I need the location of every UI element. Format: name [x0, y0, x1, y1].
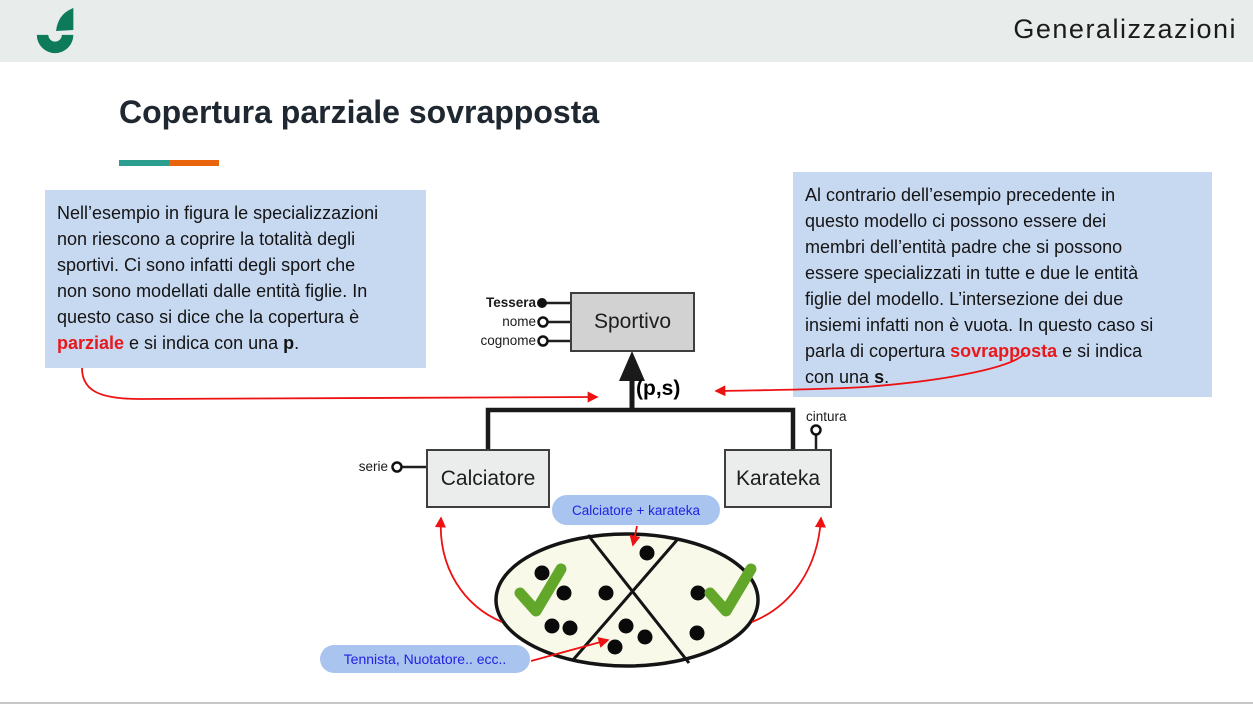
note-line: questo modello ci possono essere dei — [805, 211, 1107, 231]
instance-dot — [562, 620, 578, 636]
header-bar: Generalizzazioni — [0, 0, 1253, 62]
left-note: Nell’esempio in figura le specializzazio… — [45, 190, 426, 368]
instance-dot — [598, 585, 614, 601]
entity-label: Calciatore — [440, 466, 536, 490]
note-text: con una — [805, 367, 875, 387]
instance-dot — [637, 629, 653, 645]
check-icon — [514, 563, 567, 617]
attribute-label-nome: nome — [502, 314, 536, 329]
note-line: sportivi. Ci sono infatti degli sport ch… — [57, 255, 356, 275]
instance-dot — [544, 618, 560, 634]
note-text: e si indica — [1057, 341, 1143, 361]
note-text: . — [884, 367, 890, 387]
attribute-label-serie: serie — [358, 459, 388, 474]
note-text: . — [294, 333, 300, 353]
attribute-node — [391, 461, 403, 473]
note-line: non sono modellati dalle entità figlie. … — [57, 281, 368, 301]
attribute-node — [810, 424, 822, 436]
note-line: membri dell’entità padre che si possono — [805, 237, 1123, 257]
brand-logo-icon — [36, 7, 74, 54]
highlight-word: parziale — [57, 333, 125, 353]
callout-text: Tennista, Nuotatore.. ecc.. — [343, 651, 507, 667]
attribute-label-cintura: cintura — [806, 409, 847, 424]
note-line: questo caso si dice che la copertura è — [57, 307, 360, 327]
right-note: Al contrario dell’esempio precedente in … — [793, 172, 1212, 397]
instance-dot — [689, 625, 705, 641]
instance-dot — [690, 585, 706, 601]
underline-orange-segment — [169, 160, 219, 166]
pointer-arrow — [530, 637, 610, 662]
coverage-label: (p,s) — [636, 377, 681, 400]
instance-dot — [639, 545, 655, 561]
note-text-bold: p — [283, 333, 295, 353]
instance-dot — [607, 639, 623, 655]
entity-karateka: Karateka — [724, 449, 832, 508]
note-text: e si indica con una — [124, 333, 284, 353]
pointer-arrow — [434, 516, 503, 623]
note-line: essere specializzati in tutte e due le e… — [805, 263, 1139, 283]
attribute-label-tessera: Tessera — [485, 295, 536, 310]
note-text-bold: s — [874, 367, 885, 387]
attribute-label-cognome: cognome — [480, 333, 536, 348]
generalization-connector — [485, 407, 796, 449]
note-line: non riescono a coprire la totalità degli — [57, 229, 356, 249]
underline-teal-segment — [119, 160, 169, 166]
note-line: Al contrario dell’esempio precedente in — [805, 185, 1116, 205]
note-line: parziale e si indica con una p. — [57, 330, 414, 356]
entity-sportivo: Sportivo — [570, 292, 695, 352]
note-line: con una s. — [805, 364, 1200, 390]
footer-divider — [0, 702, 1253, 704]
entity-label: Karateka — [735, 466, 821, 490]
title-underline — [119, 160, 219, 166]
instance-dot — [534, 565, 550, 581]
partition-line — [586, 534, 691, 664]
instance-dot — [618, 618, 634, 634]
instance-dots — [534, 545, 706, 655]
attribute-node — [537, 335, 549, 347]
note-line: parla di copertura sovrapposta e si indi… — [805, 338, 1200, 364]
check-icon — [704, 563, 757, 617]
callout-text: Calciatore + karateka — [572, 502, 700, 518]
highlight-word: sovrapposta — [950, 341, 1058, 361]
note-text: parla di copertura — [805, 341, 951, 361]
entity-calciatore: Calciatore — [426, 449, 550, 508]
instance-set-ellipse — [494, 532, 760, 668]
entity-label: Sportivo — [593, 310, 672, 333]
pointer-arrow — [81, 367, 599, 403]
attribute-node — [537, 316, 549, 328]
instance-dot — [556, 585, 572, 601]
note-line: figlie del modello. L’intersezione dei d… — [805, 289, 1124, 309]
partition-line — [571, 539, 679, 661]
key-attribute-node — [537, 298, 547, 308]
note-line: Nell’esempio in figura le specializzazio… — [57, 203, 379, 223]
header-title: Generalizzazioni — [1013, 14, 1237, 44]
callout-outside: Tennista, Nuotatore.. ecc.. — [320, 645, 530, 673]
note-line: insiemi infatti non è vuota. In questo c… — [805, 315, 1154, 335]
pointer-arrow — [751, 516, 826, 623]
page-title: Copertura parziale sovrapposta — [119, 94, 600, 130]
pointer-arrow — [629, 525, 641, 547]
callout-intersection: Calciatore + karateka — [552, 495, 720, 525]
